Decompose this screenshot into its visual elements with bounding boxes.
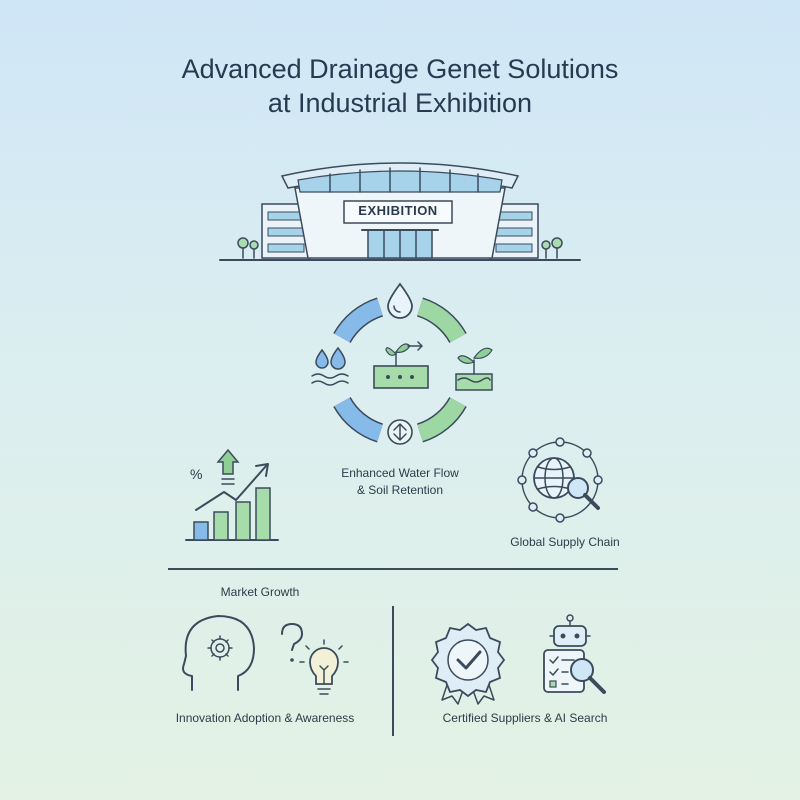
cycle-caption-line-2: & Soil Retention bbox=[356, 483, 444, 497]
innovation-label: Innovation Adoption & Awareness bbox=[175, 711, 355, 725]
percent-symbol: % bbox=[190, 466, 203, 482]
title-line-1: Advanced Drainage Genet Solutions bbox=[181, 54, 619, 84]
cycle-caption-line-1: Enhanced Water Flow bbox=[341, 466, 459, 480]
page-title: Advanced Drainage Genet Solutions at Ind… bbox=[0, 52, 800, 120]
horizontal-divider bbox=[168, 568, 618, 570]
title-line-2: at Industrial Exhibition bbox=[267, 88, 533, 118]
vertical-divider bbox=[392, 606, 394, 736]
global-supply-chain-label: Global Supply Chain bbox=[510, 535, 620, 549]
exhibition-sign: EXHIBITION bbox=[358, 203, 438, 218]
cycle-caption: Enhanced Water Flow & Soil Retention bbox=[320, 465, 480, 499]
certified-suppliers-label: Certified Suppliers & AI Search bbox=[442, 711, 608, 725]
market-growth-label: Market Growth bbox=[220, 585, 300, 599]
